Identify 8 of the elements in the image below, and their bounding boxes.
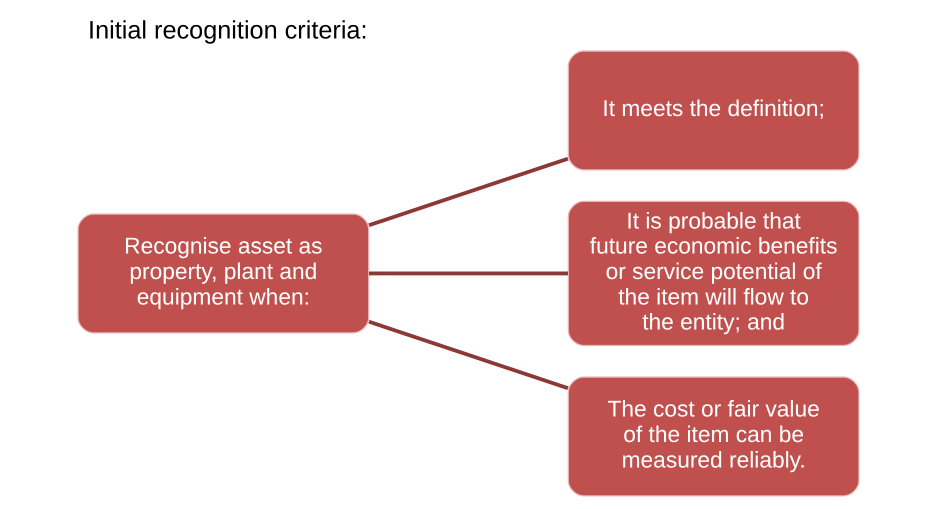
connector (368, 156, 568, 227)
node-box: It is probable that future economic benefits or service potential of the item will flow to the entity; and (567, 200, 860, 346)
node-box: Recognise asset as property, plant and equipment when: (76, 213, 369, 334)
connector (368, 320, 568, 390)
node-box: The cost or fair value of the item can be measured reliably. (567, 376, 860, 496)
node-box: It meets the definition; (567, 50, 860, 170)
diagram-title: Initial recognition criteria: (88, 16, 368, 44)
connector (368, 272, 568, 276)
